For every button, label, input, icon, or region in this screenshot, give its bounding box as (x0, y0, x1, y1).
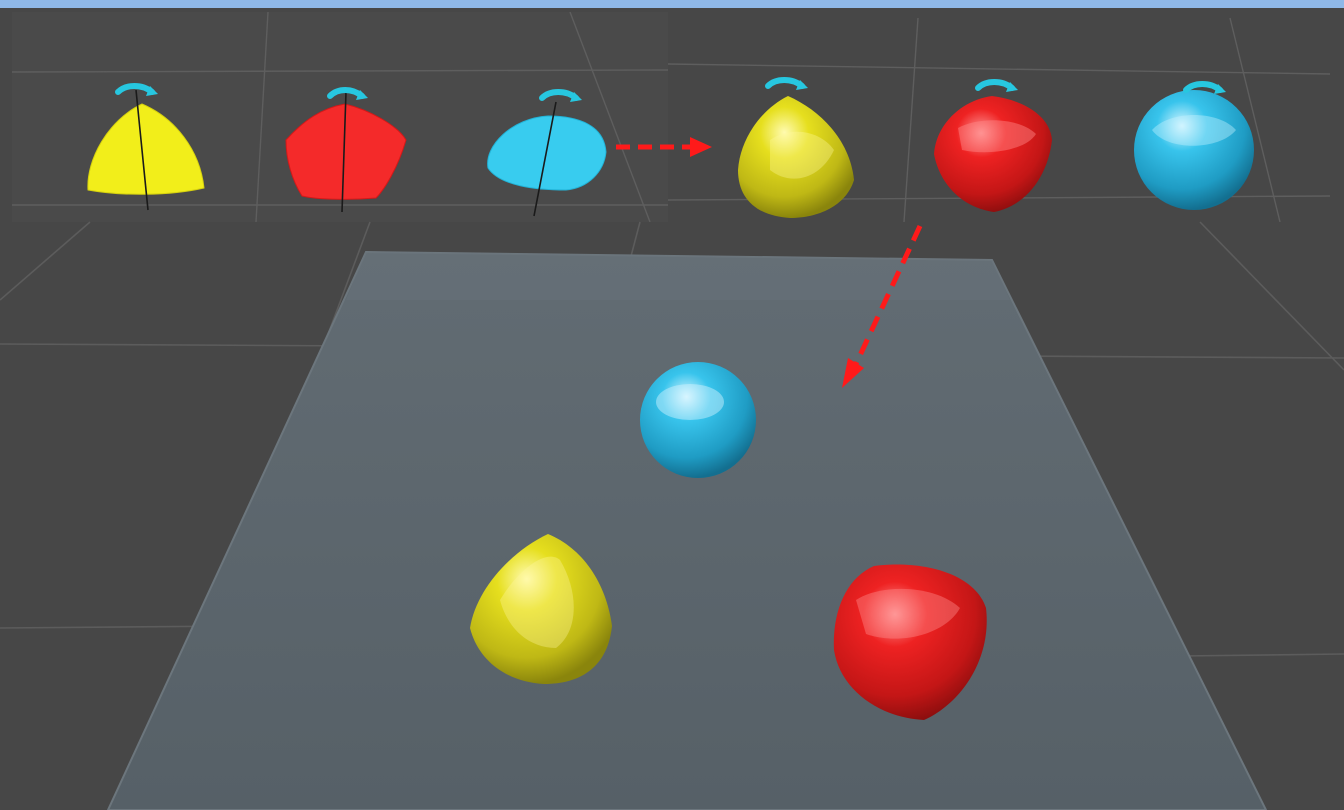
floor-panel (0, 221, 1344, 810)
reflection-highlight (856, 588, 960, 639)
rotation-axis (533, 101, 557, 217)
gizmo-arrowhead-icon (356, 90, 368, 100)
yellow-soft-body[interactable] (87, 103, 205, 195)
cyan-soft-body[interactable] (1134, 90, 1254, 210)
gizmo-arrowhead-icon (570, 92, 582, 102)
arrow-head-icon (690, 137, 712, 157)
yellow-soft-body[interactable] (470, 534, 612, 684)
gizmo-arrowhead-icon (796, 80, 808, 90)
gizmo-arrowhead-icon (1214, 84, 1226, 94)
cyan-soft-body[interactable] (640, 362, 756, 478)
gizmo-arrowhead-icon (1006, 82, 1018, 92)
red-soft-body[interactable] (833, 564, 987, 720)
before-panel (11, 11, 669, 223)
yellow-soft-body[interactable] (738, 96, 854, 218)
window-title-strip (0, 0, 1344, 8)
reflection-highlight (770, 131, 834, 179)
gizmo-arrowhead-icon (146, 86, 158, 96)
after-panel (667, 17, 1331, 223)
before-grid (11, 11, 669, 223)
arrow-head-icon (842, 358, 864, 388)
reflection-highlight (1152, 115, 1236, 146)
arrow-after-to-floor (842, 224, 923, 388)
reflection-highlight (656, 384, 724, 420)
red-soft-body[interactable] (934, 96, 1052, 212)
rotation-axis (341, 91, 347, 213)
red-soft-body[interactable] (285, 103, 407, 200)
rotation-axis (135, 89, 149, 211)
reflection-highlight (958, 120, 1036, 153)
reflection-highlight (500, 556, 574, 648)
arrow-before-to-after (616, 137, 712, 157)
floor-edge-bevel (346, 252, 1010, 300)
